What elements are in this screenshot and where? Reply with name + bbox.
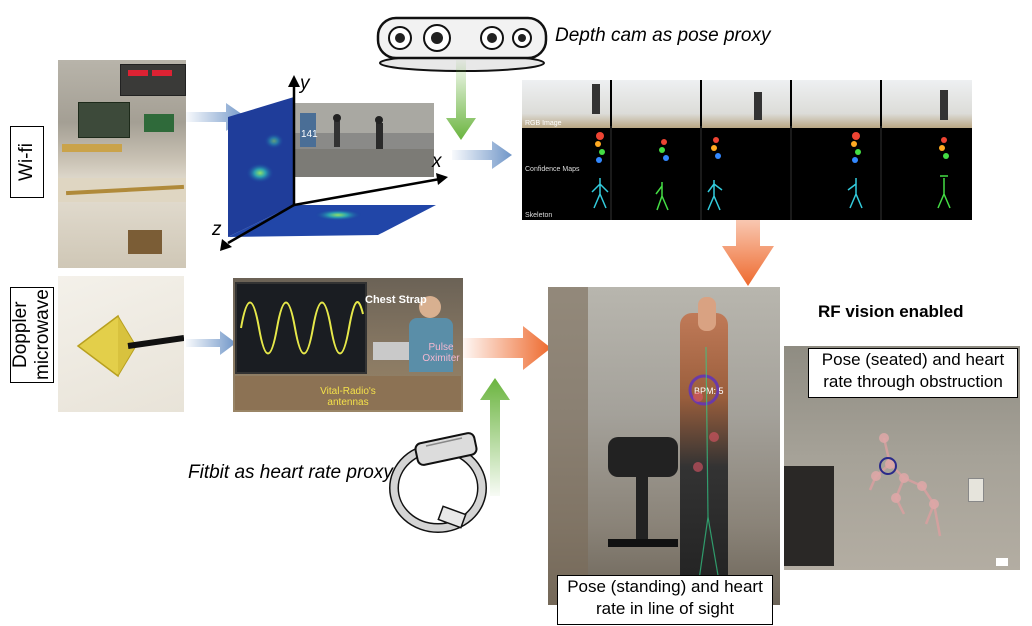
strip-label-confidence: Confidence Maps (525, 166, 580, 173)
standing-caption: Pose (standing) and heart rate in line o… (567, 577, 763, 618)
rf-vision-title: RF vision enabled (818, 302, 964, 321)
fitbit-band-icon (389, 432, 487, 533)
axis-z-label: z (211, 219, 222, 240)
depth-cam-caption: Depth cam as pose proxy (555, 25, 771, 46)
orange-arrow-vital-to-center (463, 326, 551, 370)
confidence-blobs (595, 132, 949, 163)
standing-caption-box: Pose (standing) and heart rate in line o… (557, 575, 773, 625)
pose-estimation-strip: RGB Image Confidence Maps Sk (522, 80, 972, 220)
green-arrow-fitbit (480, 378, 510, 496)
pulse-oximiter-label: Pulse Oximiter (419, 342, 463, 364)
strip-row-confidence: Confidence Maps (522, 126, 972, 174)
standing-pose-photo: BPM: 5 (548, 287, 780, 605)
antennas-label: Vital-Radio's antennas (320, 386, 376, 408)
pulse-oximiter-text: Pulse Oximiter (422, 342, 460, 364)
axis-y-label: y (298, 75, 311, 94)
strip-row-skeleton: Skeleton (522, 172, 972, 220)
wifi-label: Wi-fi (16, 143, 37, 181)
seated-caption-box: Pose (seated) and heart rate through obs… (808, 348, 1018, 398)
oscilloscope-screen (235, 282, 367, 374)
doppler-antenna-photo (58, 276, 184, 412)
rf-heatmap-3d: 141 y x z (211, 75, 448, 251)
fitbit-caption: Fitbit as heart rate proxy (188, 462, 393, 483)
strip-label-rgb: RGB Image (525, 120, 562, 127)
doorway-number: 141 (301, 129, 318, 140)
orange-arrow-strip-to-center (722, 186, 774, 286)
depth-camera-icon (376, 16, 548, 72)
green-arrow-depth-cam (446, 60, 476, 140)
vital-radio-photo: Chest Strap Pulse Oximiter Vital-Radio's… (233, 278, 463, 412)
chest-strap-label: Chest Strap (365, 294, 427, 306)
doppler-label-box: Doppler microwave (10, 287, 54, 383)
skeleton-figures (591, 175, 951, 211)
wifi-hardware-photo (58, 60, 186, 268)
blue-arrow-rf-to-strip (452, 141, 512, 169)
bpm-readout: BPM: 5 (694, 386, 724, 396)
doppler-label: Doppler microwave (10, 289, 53, 381)
blue-arrow-doppler (186, 331, 236, 355)
seated-caption: Pose (seated) and heart rate through obs… (821, 350, 1005, 391)
wifi-label-box: Wi-fi (10, 126, 44, 198)
strip-label-skeleton: Skeleton (525, 212, 553, 219)
axis-x-label: x (431, 151, 443, 172)
strip-row-rgb: RGB Image (522, 80, 972, 128)
